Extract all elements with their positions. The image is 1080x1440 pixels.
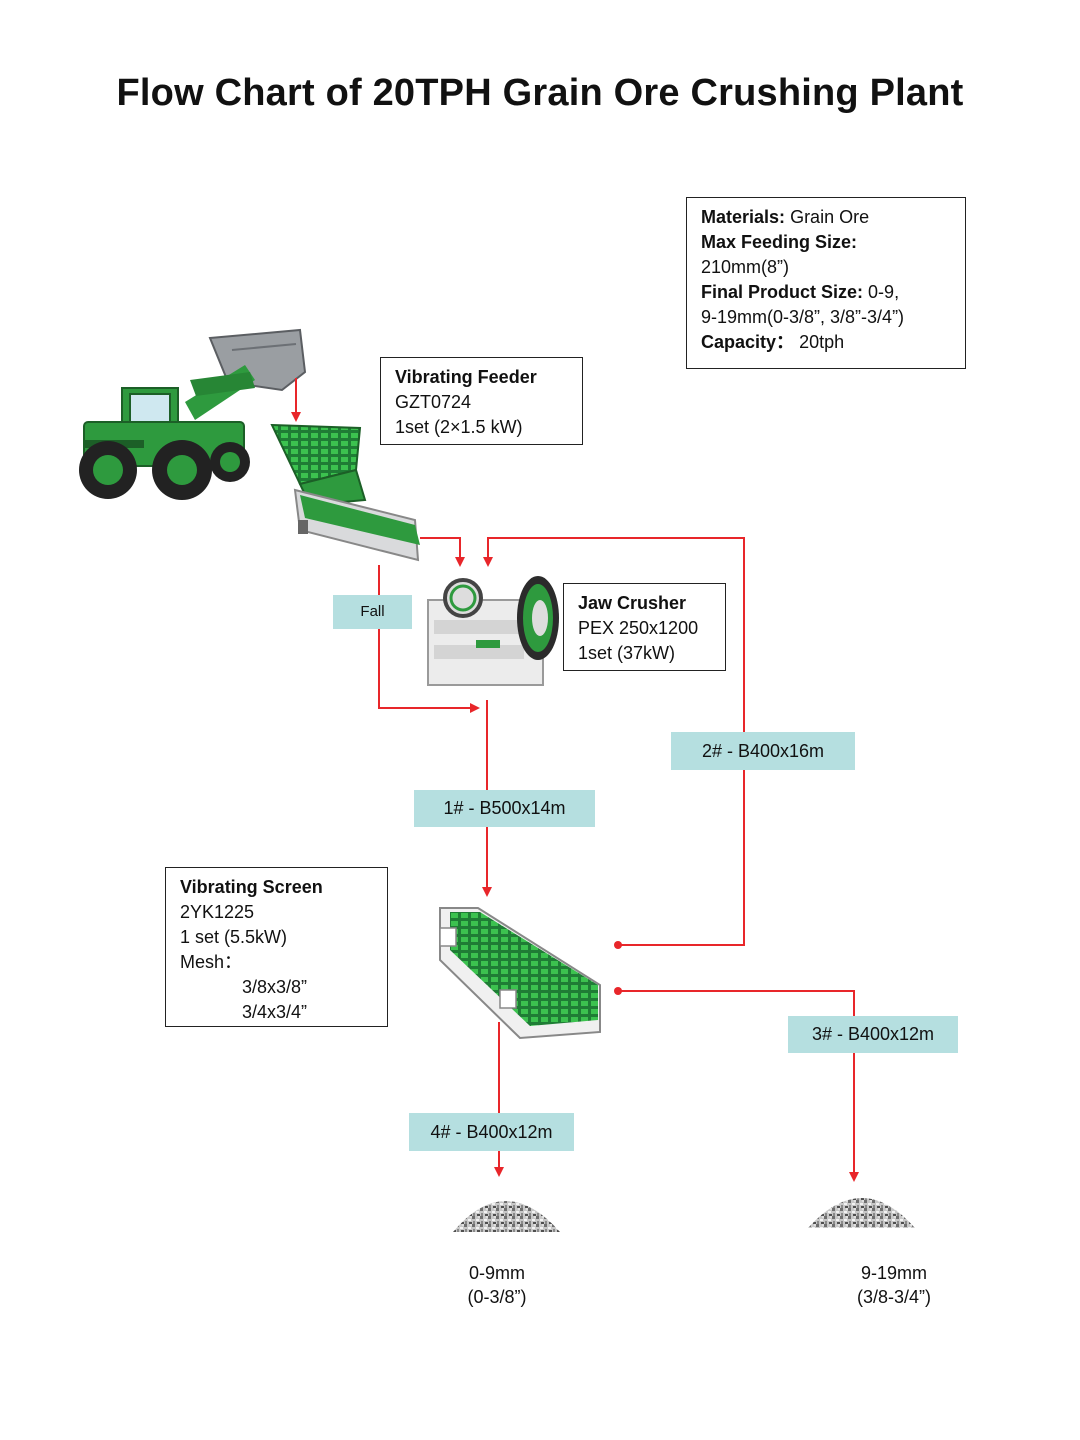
flow-lines	[291, 378, 859, 1182]
mesh-label: Mesh：	[180, 952, 243, 972]
page-title: Flow Chart of 20TPH Grain Ore Crushing P…	[116, 72, 964, 114]
wheel-loader-icon	[79, 328, 307, 500]
materials-label: Materials:	[701, 207, 786, 227]
belt-3-arrow	[618, 990, 859, 1182]
belt-2-start-dot	[614, 941, 622, 949]
vibrating-feeder-box: Vibrating Feeder GZT0724 1set (2×1.5 kW)	[380, 357, 583, 445]
belt-4-label: 4# - B400x12m	[409, 1113, 574, 1151]
belt-2-return-arrow	[483, 537, 745, 946]
stockpile-icon	[808, 1198, 915, 1228]
final-size-label: Final Product Size:	[701, 282, 864, 302]
capacity-value: 20tph	[799, 332, 845, 352]
vibrating-screen-box: Vibrating Screen 2YK1225 1 set (5.5kW) M…	[165, 867, 388, 1027]
product-2-size: 9-19mm	[860, 1263, 927, 1283]
capacity-label: Capacity：	[701, 332, 795, 352]
max-feed-value: 210mm(8”)	[701, 257, 790, 277]
product-2-caption: 9-19mm (3/8-3/4”)	[814, 1261, 974, 1309]
screen-model: 2YK1225	[180, 902, 255, 922]
feeder-to-crusher-arrow	[420, 537, 465, 567]
stockpile-icon	[453, 1201, 560, 1232]
mesh-size-1: 3/8x3/8”	[242, 977, 308, 997]
belt-2-label: 2# - B400x16m	[671, 732, 855, 770]
materials-value: Grain Ore	[790, 207, 870, 227]
product-1-size-inch: (0-3/8”)	[467, 1287, 527, 1307]
screen-spec: 1 set (5.5kW)	[180, 927, 288, 947]
max-feed-label: Max Feeding Size:	[701, 232, 858, 252]
belt-3-start-dot	[614, 987, 622, 995]
fall-label: Fall	[333, 595, 412, 629]
final-size-value-2: 9-19mm(0-3/8”, 3/8”-3/4”)	[701, 307, 905, 327]
screen-name: Vibrating Screen	[180, 877, 323, 897]
jaw-crusher-icon	[427, 576, 559, 686]
belt-3-label: 3# - B400x12m	[788, 1016, 958, 1053]
vibrating-screen-icon	[439, 907, 601, 1040]
jaw-crusher-box: Jaw Crusher PEX 250x1200 1set (37kW)	[563, 583, 726, 671]
feeder-model: GZT0724	[395, 392, 472, 412]
final-size-value-1: 0-9,	[868, 282, 900, 302]
feeder-spec: 1set (2×1.5 kW)	[395, 417, 523, 437]
crusher-model: PEX 250x1200	[578, 618, 699, 638]
belt-1-label: 1# - B500x14m	[414, 790, 595, 827]
materials-info-box: Materials: Grain Ore Max Feeding Size: 2…	[686, 197, 966, 369]
product-1-caption: 0-9mm (0-3/8”)	[417, 1261, 577, 1309]
mesh-size-2: 3/4x3/4”	[242, 1002, 308, 1022]
crusher-name: Jaw Crusher	[578, 593, 687, 613]
product-1-size: 0-9mm	[468, 1263, 525, 1283]
product-2-size-inch: (3/8-3/4”)	[856, 1287, 932, 1307]
crusher-spec: 1set (37kW)	[578, 643, 676, 663]
vibrating-feeder-icon	[270, 423, 420, 562]
feeder-name: Vibrating Feeder	[395, 367, 537, 387]
